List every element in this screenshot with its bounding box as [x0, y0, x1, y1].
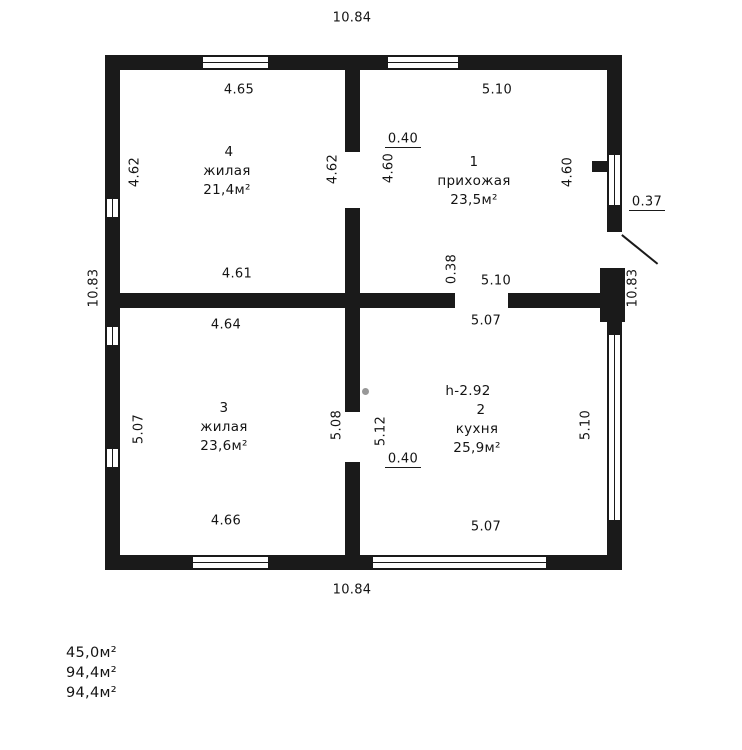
dim-top-overall: 10.84: [332, 10, 372, 26]
window-bottom-room3: [193, 555, 268, 570]
dim-line-door-3-2: [385, 467, 421, 469]
window-right-kitchen: [607, 335, 622, 520]
dim-room3-bottom: 4.66: [210, 513, 242, 529]
dim-wall-038: 0.38: [444, 253, 460, 285]
room3-number: 3: [219, 400, 229, 416]
room2-height-note: h-2.92: [445, 383, 491, 399]
dim-door-4-1: 0.40: [387, 131, 419, 147]
scan-speck: [362, 388, 369, 395]
room3-area: 23,6м²: [200, 438, 248, 454]
room3-name: жилая: [200, 419, 248, 435]
room2-area: 25,9м²: [453, 440, 501, 456]
room1-name: прихожая: [437, 173, 511, 189]
dim-room1-right: 4.60: [560, 156, 576, 188]
dim-room2-right: 5.10: [578, 409, 594, 441]
dim-room3-left: 5.07: [131, 413, 147, 445]
room4-name: жилая: [203, 163, 251, 179]
wall-outer-right-upper: [607, 55, 622, 232]
dim-room3-top: 4.64: [210, 317, 242, 333]
wall-outer-left: [105, 55, 120, 570]
window-right-hallway: [607, 155, 622, 205]
dim-room2-left: 5.12: [373, 415, 389, 447]
dim-left-overall: 10.83: [86, 268, 102, 308]
wall-interior-vertical-lower: [345, 462, 360, 555]
dim-line-wall-037: [629, 210, 665, 212]
summary-area-line-1: 45,0м²: [66, 645, 117, 661]
window-top-room4: [203, 55, 268, 70]
dim-door-3-2: 0.40: [387, 451, 419, 467]
room2-name: кухня: [455, 421, 499, 437]
dim-room4-bottom: 4.61: [221, 266, 253, 282]
summary-area-line-3: 94,4м²: [66, 685, 117, 701]
dim-wall-037: 0.37: [631, 194, 663, 210]
dim-room2-top: 5.07: [470, 313, 502, 329]
room4-area: 21,4м²: [203, 182, 251, 198]
wall-interior-horizontal-right: [508, 293, 607, 308]
wall-interior-vertical-upper: [345, 70, 360, 152]
dim-room1-left: 4.60: [381, 152, 397, 184]
room4-number: 4: [224, 144, 234, 160]
window-bottom-kitchen: [373, 555, 546, 570]
window-top-room1: [388, 55, 458, 70]
dim-room1-top: 5.10: [481, 82, 513, 98]
dim-room4-right: 4.62: [325, 153, 341, 185]
wall-return-entry: [592, 161, 607, 172]
room1-number: 1: [469, 154, 479, 170]
wall-interior-horizontal-left: [120, 293, 455, 308]
room2-number: 2: [476, 402, 486, 418]
window-left-middle: [105, 327, 120, 345]
summary-area-line-2: 94,4м²: [66, 665, 117, 681]
dim-room3-right: 5.08: [329, 409, 345, 441]
entrance-door-leader-line: [621, 234, 659, 265]
dim-room4-top: 4.65: [223, 82, 255, 98]
window-left-lower: [105, 449, 120, 467]
wall-outer-top: [105, 55, 622, 70]
dim-right-overall: 10.83: [625, 268, 641, 308]
dim-room4-left: 4.62: [127, 156, 143, 188]
dim-room2-bottom: 5.07: [470, 519, 502, 535]
dim-line-door-4-1: [385, 147, 421, 149]
wall-interior-vertical-middle: [345, 208, 360, 412]
dim-room1-bottom: 5.10: [480, 273, 512, 289]
window-left-upper: [105, 199, 120, 217]
room1-area: 23,5м²: [450, 192, 498, 208]
dim-bottom-overall: 10.84: [332, 582, 372, 598]
